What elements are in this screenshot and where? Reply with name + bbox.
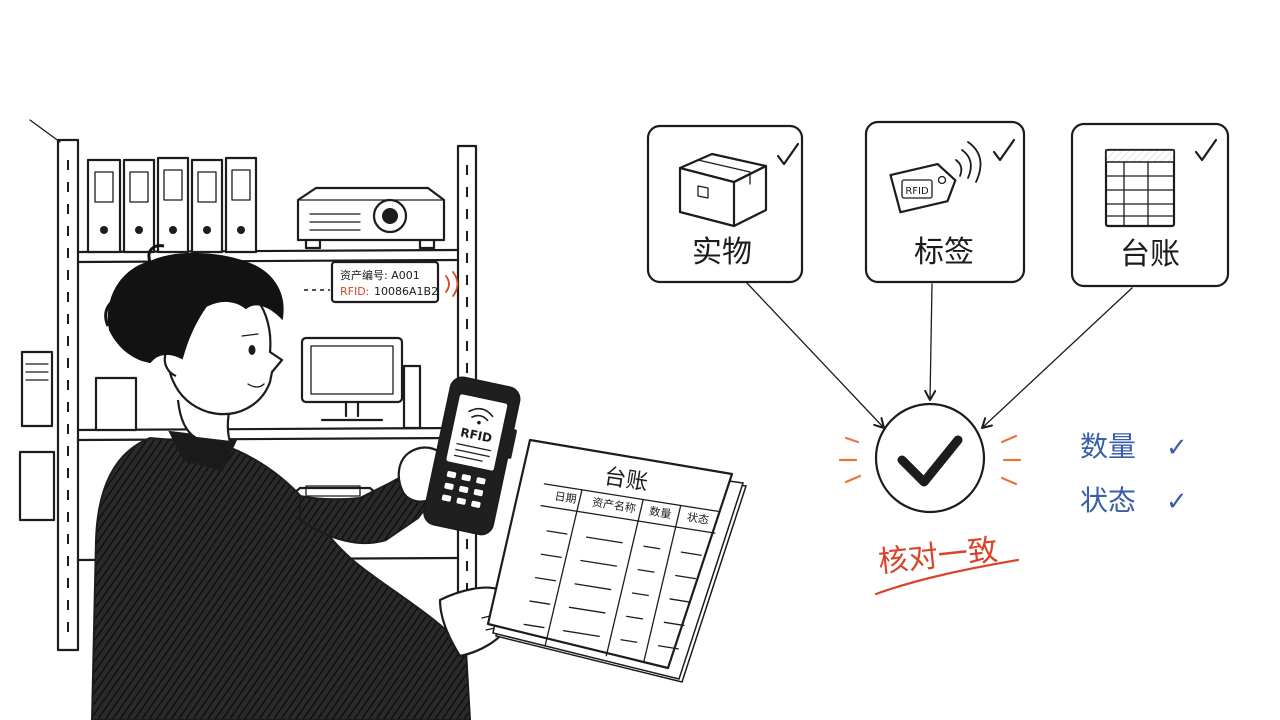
result-check: [838, 402, 1022, 514]
signal-waves-icon: [445, 271, 459, 297]
wifi-signal-icon: [468, 407, 494, 422]
burst-lines-right: [1000, 434, 1022, 486]
ledger-col-date: 日期: [554, 490, 578, 506]
box-icon: [678, 152, 768, 228]
ledger-col-status: 状态: [686, 510, 710, 527]
check-mark-status: ✓: [1166, 487, 1188, 517]
card-tag: RFID 标签: [864, 120, 1026, 284]
scanner-screen-label: RFID: [459, 425, 493, 445]
monitor: [300, 336, 422, 430]
result-label: 核对一致: [877, 533, 1000, 580]
rfid-tag-label: RFID:: [340, 285, 369, 298]
rfid-scanner: RFID: [423, 376, 521, 536]
converging-arrows: [745, 281, 1133, 429]
card-label-ledger: 台账: [1120, 237, 1180, 272]
binders: [86, 156, 258, 254]
result-underline: [874, 558, 1020, 596]
card-label-tag: 标签: [914, 235, 974, 270]
ledger-sheet-icon: [1104, 148, 1176, 228]
check-list: 数量 ✓ 状态 ✓: [1080, 430, 1188, 517]
ledger-col-quantity: 数量: [648, 505, 672, 521]
shelf-boxes: [18, 350, 138, 522]
check-mark-icon: [1194, 138, 1218, 162]
card-physical-item: 实物: [646, 124, 804, 284]
card-label-physical: 实物: [692, 235, 752, 270]
rfid-tag-icon-text: RFID: [905, 186, 929, 197]
ledger-col-asset-name: 资产名称: [591, 495, 637, 516]
asset-tag: 资产编号: A001 RFID: 10086A1B2: [304, 260, 459, 304]
asset-number-text: 资产编号: A001: [340, 268, 420, 282]
projector: [296, 186, 446, 250]
check-item-status: 状态: [1080, 484, 1136, 517]
check-mark-icon: [776, 142, 800, 166]
card-ledger: 台账: [1070, 122, 1230, 288]
burst-lines-left: [838, 436, 862, 484]
ledger-paper: 台账 日期 资产名称 数量 状态: [486, 438, 747, 683]
check-mark-icon: [992, 138, 1016, 162]
person: [90, 244, 522, 720]
rfid-tag-icon: RFID: [889, 141, 982, 214]
check-mark-quantity: ✓: [1166, 433, 1188, 463]
check-item-quantity: 数量: [1080, 430, 1136, 463]
rfid-tag-value: 10086A1B2: [374, 285, 438, 298]
big-check-icon: [897, 435, 963, 487]
